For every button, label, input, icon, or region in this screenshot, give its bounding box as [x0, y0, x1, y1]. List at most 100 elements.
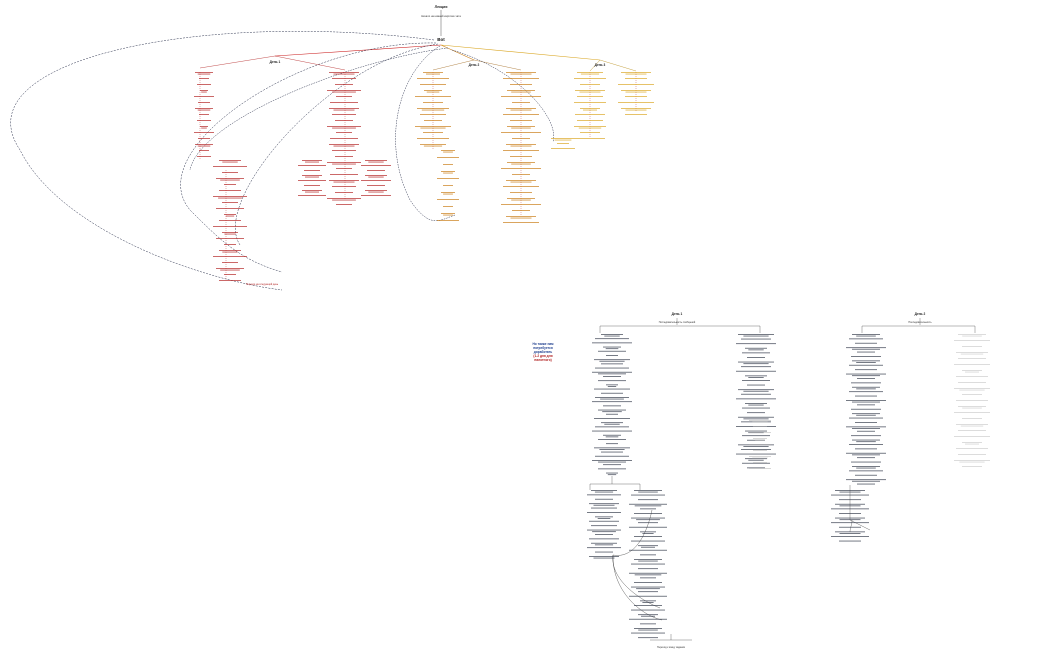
node-text-line: [625, 96, 647, 97]
bottom-right-nodes: [831, 334, 990, 542]
side-note-line: пилотного): [534, 358, 552, 362]
node-text-line: [443, 185, 453, 186]
side-note-line: доработать: [533, 350, 553, 354]
node-text-line: [599, 360, 625, 362]
node-text-line: [748, 459, 764, 461]
node-text-line: [852, 401, 880, 403]
node-text-line: [437, 157, 459, 158]
node-text-line: [857, 457, 875, 459]
node-text-line: [199, 114, 209, 115]
node-text-line: [417, 138, 449, 139]
node-text-line: [640, 508, 656, 510]
node-text-line: [195, 144, 213, 145]
node-text-line: [583, 109, 597, 111]
node-text-line: [510, 109, 532, 111]
node-text-line: [225, 215, 235, 217]
node-text-line: [738, 334, 774, 335]
node-text-line: [638, 545, 658, 547]
node-text-line: [634, 605, 662, 606]
node-text-line: [587, 529, 621, 531]
node-text-line: [605, 436, 619, 438]
node-text-line: [219, 220, 241, 221]
node-text-line: [332, 114, 356, 115]
node-text-line: [592, 531, 616, 533]
node-text-line: [575, 90, 605, 91]
node-text-line: [441, 213, 455, 214]
node-text-line: [851, 356, 881, 357]
node-text-line: [741, 366, 771, 368]
node-text-line: [595, 534, 613, 535]
node-text-line: [197, 84, 211, 85]
node-text-line: [443, 164, 453, 165]
node-text-line: [965, 371, 979, 373]
node-text-line: [958, 454, 986, 455]
node-text-line: [333, 145, 355, 147]
node-text-line: [857, 404, 875, 406]
root-subtitle: Начало на нижней карточке чата: [421, 14, 461, 18]
node-text-line: [634, 628, 662, 629]
node-text-line: [510, 156, 532, 157]
node-text-line: [503, 186, 539, 187]
node-text-line: [577, 72, 603, 73]
node-text-line: [595, 455, 629, 457]
node-text-line: [587, 547, 621, 549]
node-text-line: [745, 430, 767, 432]
node-text-line: [831, 508, 869, 510]
node-text-line: [197, 145, 211, 147]
node-text-line: [954, 436, 990, 437]
node-text-line: [839, 505, 861, 507]
node-text-line: [958, 430, 986, 431]
node-text-line: [200, 90, 208, 91]
node-text-line: [831, 494, 869, 496]
node-text-line: [336, 96, 352, 97]
node-text-line: [420, 127, 446, 129]
node-text-line: [551, 148, 575, 149]
node-text-line: [747, 412, 765, 414]
node-text-line: [219, 280, 241, 281]
node-text-line: [592, 342, 632, 344]
node-text-line: [631, 540, 665, 542]
node-text-line: [501, 204, 541, 205]
node-text-line: [335, 192, 353, 193]
node-text-line: [302, 160, 322, 161]
node-text-line: [958, 358, 986, 359]
node-text-line: [222, 202, 238, 203]
node-text-line: [625, 109, 647, 111]
node-text-line: [554, 139, 572, 141]
node-text-line: [855, 342, 877, 344]
node-text-line: [625, 73, 647, 75]
node-text-line: [625, 78, 647, 79]
node-text-line: [305, 191, 319, 193]
node-text-line: [960, 425, 984, 427]
node-text-line: [634, 582, 662, 583]
node-text-line: [510, 120, 532, 121]
node-text-line: [421, 109, 445, 111]
node-text-line: [954, 364, 990, 365]
node-text-line: [578, 127, 602, 129]
node-text-line: [507, 90, 535, 91]
node-text-line: [965, 443, 979, 445]
bl-end-label: Переход к концу задания: [657, 646, 686, 649]
loop-back-curves: [10, 31, 555, 291]
node-text-line: [634, 490, 662, 491]
node-text-line: [577, 120, 603, 121]
node-text-line: [367, 185, 385, 186]
node-text-line: [216, 178, 244, 179]
node-text-line: [629, 549, 667, 551]
node-text-line: [846, 452, 886, 454]
node-text-line: [304, 185, 320, 186]
node-text-line: [587, 512, 621, 513]
node-text-line: [851, 408, 881, 410]
node-text-line: [336, 132, 352, 133]
node-text-line: [742, 435, 770, 437]
node-text-line: [222, 161, 238, 163]
node-text-line: [636, 519, 660, 521]
node-text-line: [742, 380, 770, 381]
node-text-line: [846, 373, 886, 375]
node-text-line: [213, 166, 247, 167]
side-note-line: потребуется: [533, 346, 553, 350]
node-text-line: [222, 262, 238, 263]
node-text-line: [198, 102, 210, 103]
node-text-line: [638, 629, 658, 631]
node-text-line: [835, 490, 865, 491]
